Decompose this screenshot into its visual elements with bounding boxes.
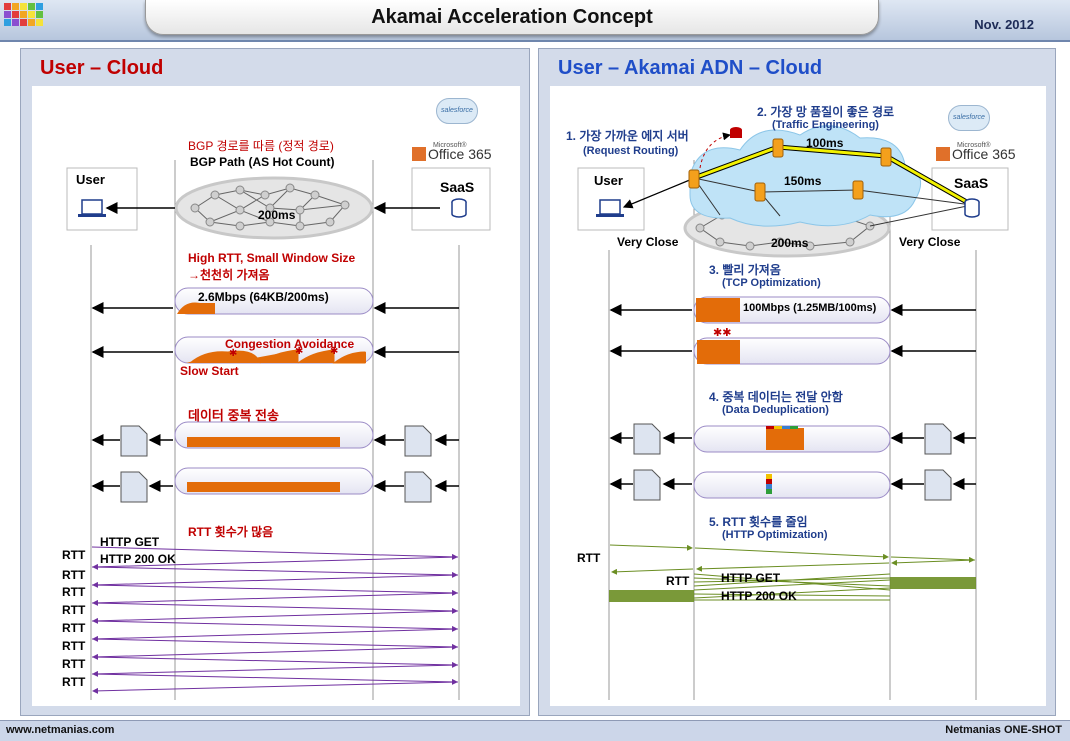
step3-kr-label: 3. 빨리 가져옴 — [709, 263, 781, 277]
congestion-label: Congestion Avoidance — [225, 337, 355, 351]
document-icon — [924, 469, 952, 501]
document-icon — [924, 423, 952, 455]
left-http-get-label: HTTP GET — [100, 535, 160, 549]
office-small-label: Microsoft® — [433, 142, 467, 149]
office365-label: Office 365 — [952, 146, 1016, 162]
laptop-icon — [81, 199, 103, 215]
rtt-label: RTT — [62, 568, 86, 582]
page-title: Akamai Acceleration Concept — [145, 0, 879, 35]
svg-text:✱: ✱ — [229, 348, 237, 359]
step1-en-label: (Request Routing) — [583, 145, 679, 157]
rtt-label: RTT — [62, 621, 86, 635]
right-user-label: User — [594, 173, 623, 188]
step3-en-label: (TCP Optimization) — [722, 277, 821, 289]
right-http-get-label: HTTP GET — [721, 571, 781, 585]
latency-150ms-label: 150ms — [784, 174, 822, 188]
step2-kr-label: 2. 가장 망 품질이 좋은 경로 — [757, 105, 895, 119]
slow-fetch-label: →천천히 가져옴 — [188, 268, 270, 282]
left-user-label: User — [76, 172, 105, 187]
high-rtt-label: High RTT, Small Window Size — [188, 251, 356, 265]
office365-logo: Office 365 — [412, 146, 492, 162]
bgp-path-kr-label: BGP 경로를 따름 (정적 경로) — [188, 139, 334, 153]
svg-text:✱: ✱ — [330, 346, 338, 357]
right-throughput-label: 100Mbps (1.25MB/100ms) — [743, 302, 877, 314]
footer-bar — [0, 720, 1070, 741]
database-icon — [451, 202, 467, 218]
rtt-label: RTT — [62, 603, 86, 617]
document-icon — [404, 471, 432, 503]
step2-en-label: (Traffic Engineering) — [772, 119, 879, 131]
svg-text:✱: ✱ — [295, 346, 303, 357]
document-icon — [633, 469, 661, 501]
document-icon — [120, 471, 148, 503]
latency-100ms-label: 100ms — [806, 136, 844, 150]
right-saas-label: SaaS — [954, 175, 989, 191]
rtt-label: RTT — [62, 675, 86, 689]
rtt-label: RTT — [577, 551, 601, 565]
rtt-label: RTT — [62, 639, 86, 653]
left-latency-label: 200ms — [258, 208, 296, 222]
document-icon — [120, 425, 148, 457]
rtt-label: RTT — [62, 585, 86, 599]
right-panel-title: User – Akamai ADN – Cloud — [558, 57, 823, 79]
netmanias-logo-icon — [4, 3, 46, 33]
left-http-ok-label: HTTP 200 OK — [100, 552, 176, 566]
step5-en-label: (HTTP Optimization) — [722, 529, 828, 541]
date-label: Nov. 2012 — [974, 17, 1034, 32]
salesforce-logo-icon: salesforce — [948, 105, 990, 131]
footer-brand: Netmanias ONE-SHOT — [945, 724, 1062, 736]
step4-en-label: (Data Deduplication) — [722, 404, 829, 416]
step1-kr-label: 1. 가장 가까운 에지 서버 — [566, 129, 689, 143]
left-saas-label: SaaS — [440, 179, 475, 195]
very-close-left-label: Very Close — [617, 235, 679, 249]
rtt-many-label: RTT 횟수가 많음 — [188, 525, 274, 539]
step4-kr-label: 4. 중복 데이터는 전달 안함 — [709, 390, 843, 404]
bgp-path-en-label: BGP Path (AS Hot Count) — [190, 155, 335, 169]
rtt-label: RTT — [62, 548, 86, 562]
dup-data-label: 데이터 중복 전송 — [188, 408, 279, 423]
very-close-right-label: Very Close — [899, 235, 961, 249]
rtt-label: RTT — [666, 574, 690, 588]
office-icon — [412, 147, 426, 161]
laptop-icon — [599, 199, 621, 215]
office-icon — [936, 147, 950, 161]
right-http-ok-label: HTTP 200 OK — [721, 589, 797, 603]
office365-label: Office 365 — [428, 146, 492, 162]
office365-logo: Office 365 — [936, 146, 1016, 162]
document-icon — [633, 423, 661, 455]
document-icon — [404, 425, 432, 457]
office-small-label: Microsoft® — [957, 142, 991, 149]
footer-website[interactable]: www.netmanias.com — [6, 724, 115, 736]
latency-200ms-label: 200ms — [771, 236, 809, 250]
slow-start-label: Slow Start — [180, 364, 239, 378]
salesforce-logo-icon: salesforce — [436, 98, 478, 124]
svg-text:✱✱: ✱✱ — [713, 327, 731, 339]
rtt-label: RTT — [62, 657, 86, 671]
left-panel-title: User – Cloud — [40, 57, 164, 79]
step5-kr-label: 5. RTT 횟수를 줄임 — [709, 515, 808, 529]
database-icon — [964, 202, 980, 218]
left-throughput-label: 2.6Mbps (64KB/200ms) — [198, 290, 329, 304]
